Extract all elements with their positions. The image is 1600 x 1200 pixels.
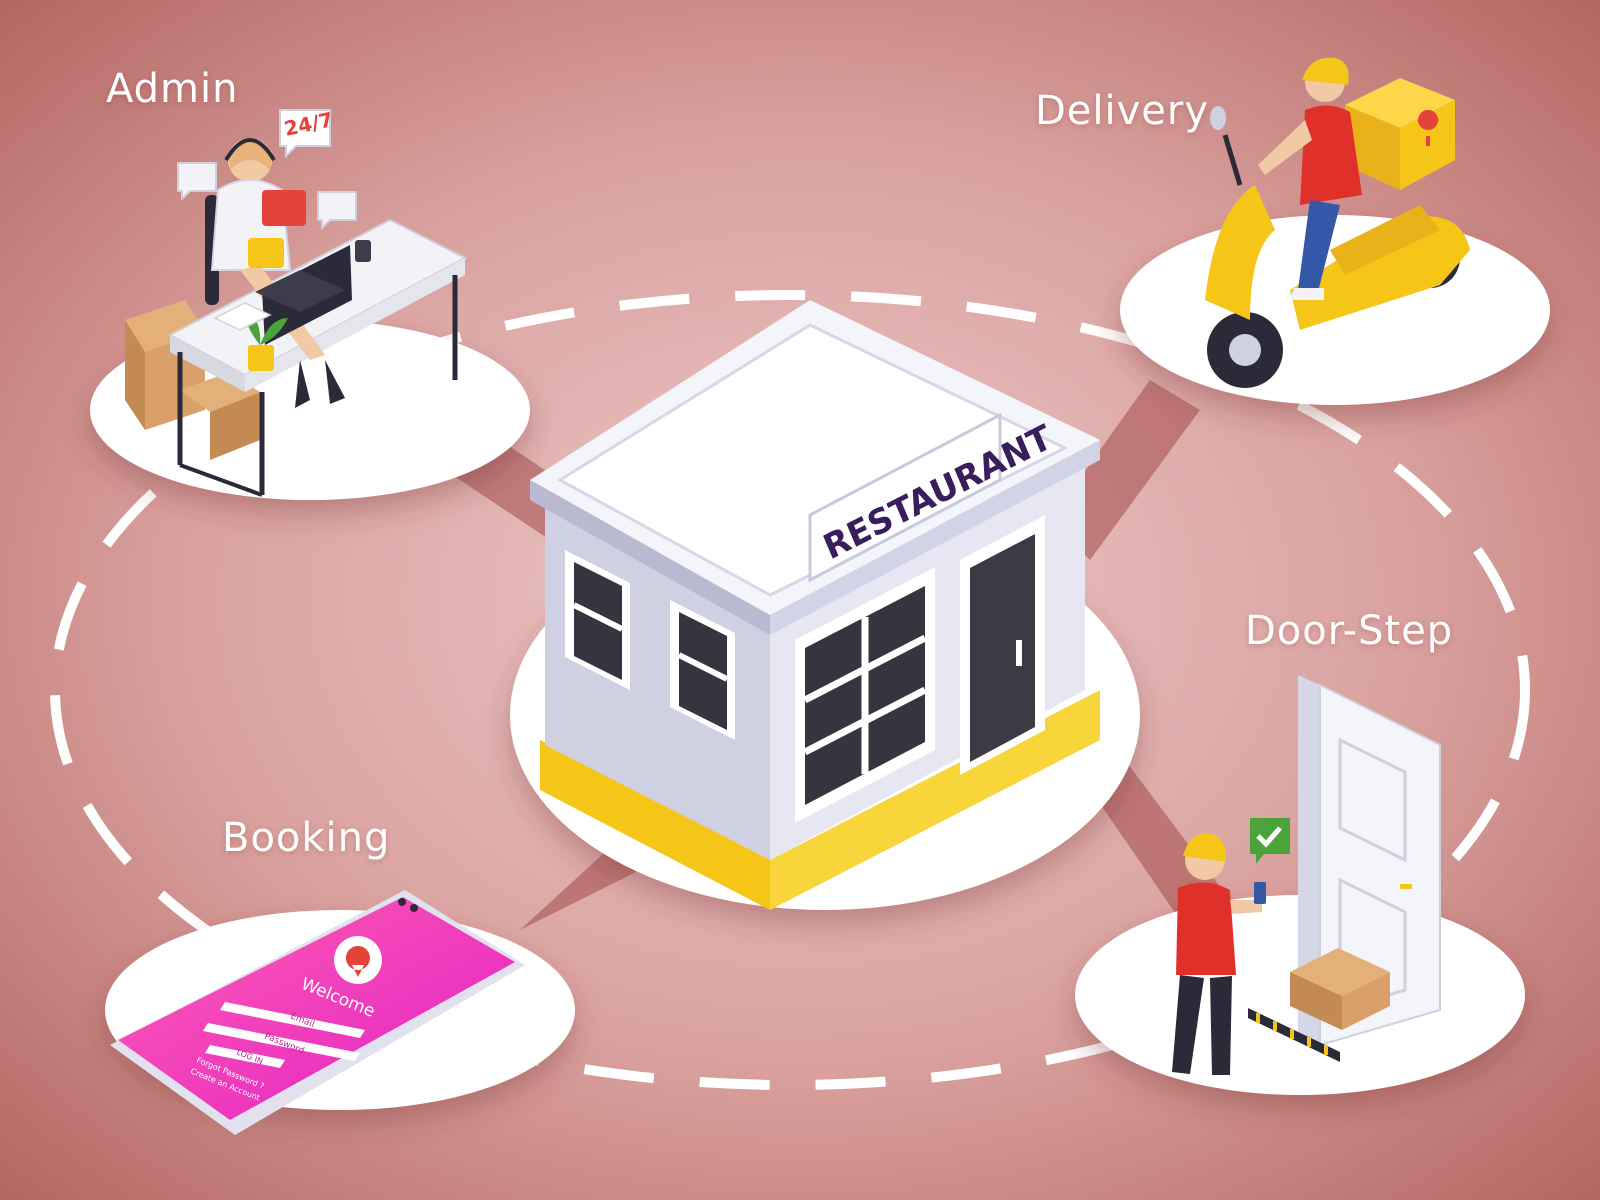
delivery-label: Delivery <box>1035 88 1210 134</box>
restaurant-building-icon <box>530 300 1100 910</box>
booking-label: Booking <box>222 815 391 861</box>
support-agent-desk-icon <box>125 109 468 497</box>
mobile-app-phone-icon <box>110 890 525 1135</box>
doorstep-label: Door-Step <box>1245 608 1454 654</box>
courier-at-door-icon <box>1172 675 1441 1075</box>
admin-label: Admin <box>106 66 239 112</box>
dashed-connection-ring <box>50 290 1530 1090</box>
delivery-scooter-icon <box>1205 57 1470 388</box>
